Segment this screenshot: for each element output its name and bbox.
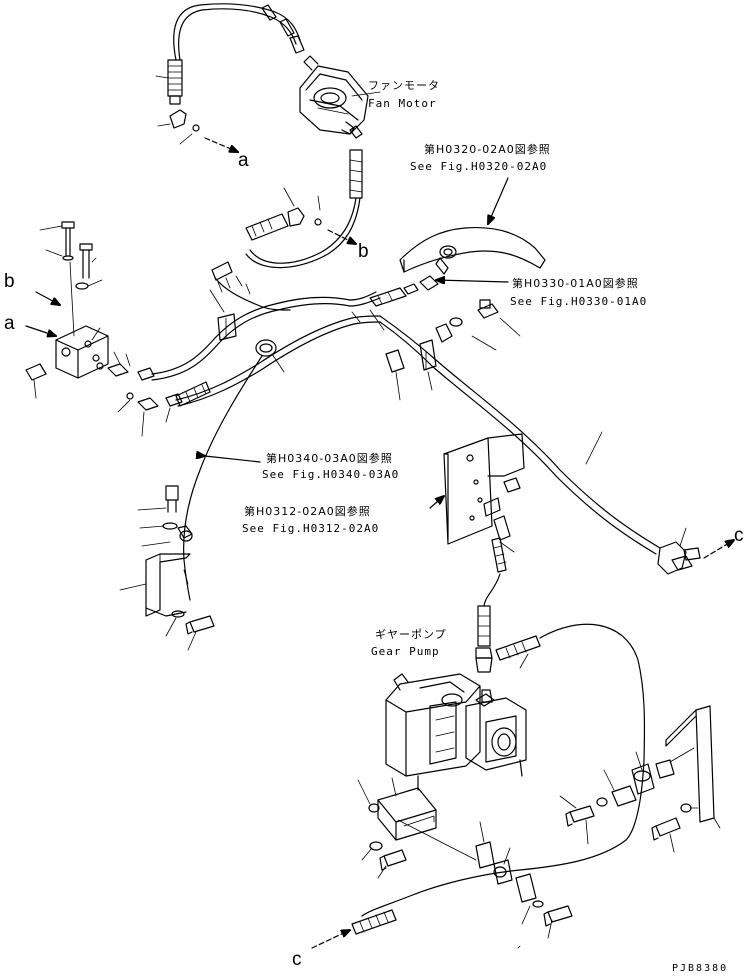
drawing-code: PJB8380 bbox=[672, 963, 729, 974]
steel-tubes bbox=[151, 291, 661, 555]
ref-h0330-label-jp: 第H0330-01A0図参照 bbox=[512, 277, 639, 290]
fan-motor-return-hose bbox=[245, 125, 363, 269]
pump-bracket-plate bbox=[443, 433, 525, 545]
fan-motor bbox=[299, 55, 369, 135]
connector-a-left: a bbox=[4, 313, 15, 334]
ref-h0312-label-en: See Fig.H0312-02A0 bbox=[242, 522, 380, 535]
fan-motor-hose-top bbox=[167, 3, 305, 105]
ref-h0312-label-jp: 第H0312-02A0図参照 bbox=[244, 505, 371, 518]
connector-b-mid: b bbox=[358, 241, 369, 262]
ref-h0320-label-jp: 第H0320-02A0図参照 bbox=[424, 143, 551, 156]
connector-a-top: a bbox=[238, 150, 249, 171]
gear-pump bbox=[385, 673, 527, 791]
fan-motor-label-en: Fan Motor bbox=[368, 97, 437, 110]
fan-motor-label-jp: ファンモータ bbox=[368, 79, 440, 92]
connector-b-left: b bbox=[4, 271, 15, 292]
ref-h0320-label-en: See Fig.H0320-02A0 bbox=[410, 160, 548, 173]
valve-block bbox=[55, 325, 109, 379]
ref-h0330-label-en: See Fig.H0330-01A0 bbox=[510, 295, 648, 308]
connector-c-bottom: c bbox=[292, 949, 302, 970]
gear-pump-label-en: Gear Pump bbox=[371, 645, 440, 658]
ref-h0340-label-jp: 第H0340-03A0図参照 bbox=[266, 452, 393, 465]
ref-h0340-label-en: See Fig.H0340-03A0 bbox=[262, 468, 400, 481]
gear-pump-label-jp: ギヤーポンプ bbox=[375, 628, 447, 641]
connector-c-right: c bbox=[734, 525, 744, 546]
